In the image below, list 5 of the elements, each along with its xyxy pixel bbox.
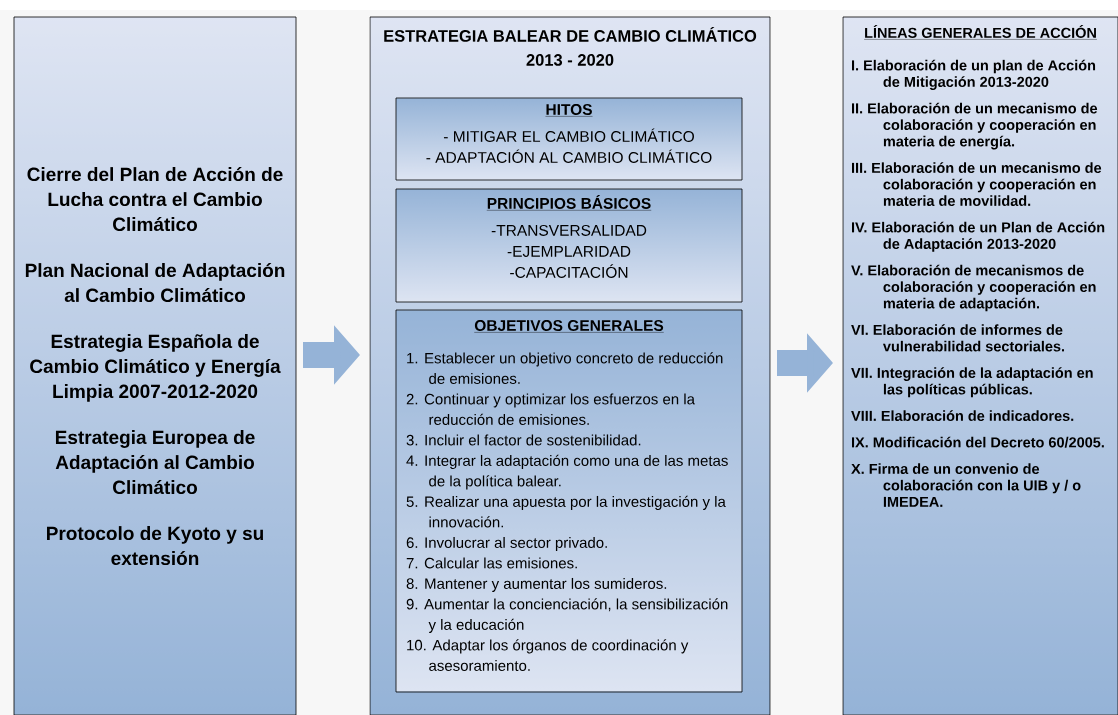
reference-panel: Cierre del Plan de Acción de Lucha contra el Cambio Climático Plan Nacional de Adaptación al Cambio Climático Estrategia Española de Cambio Climático y Energía Limpia 2007-2012-2020 Estrategia Europea de Adaptación al Cambio Climático Protocolo de Kyoto y su extensión	[13, 16, 297, 715]
section-box: PRINCIPIOS BÁSICOS -TRANSVERSALIDAD -EJEMPLARIDAD -CAPACITACIÓN	[395, 188, 743, 303]
section-box: OBJETIVOS GENERALES 1. Establecer un objetivo concreto de reducción de emisiones. 2. Continuar y optimizar los esfuerzos en la reducción de emisiones. 3. Incluir el factor de sostenibilidad. 4. Integrar la adaptación como una de las metas de la política balear. 5. Realizar una apuesta por la investigación y la innovación. 6. Involucrar al sector privado. 7. Calcular las emisiones. 8. Mantener y aumentar los sumideros. 9. Aumentar la concienciación, la sensibilización y la educación 10. Adaptar los órganos de coordinación y asesoramiento.	[395, 309, 743, 693]
section-box: HITOS - MITIGAR EL CAMBIO CLIMÁTICO - ADAPTACIÓN AL CAMBIO CLIMÁTICO	[395, 97, 743, 181]
action-list-panel: LÍNEAS GENERALES DE ACCIÓN I. Elaboración de un plan de Acción de Mitigación 2013-2020 II. Elaboración de un mecanismo de colaboración y cooperación en materia de energía. III. Elaboración de un mecanismo de colaboración y cooperación en materia de movilidad. IV. Elaboración de un Plan de Acción de Adaptación 2013-2020 V. Elaboración de mecanismos de colaboración y cooperación en materia de adaptación. VI. Elaboración de informes de vulnerabilidad sectoriales. VII. Integración de la adaptación en las políticas públicas. VIII. Elaboración de indicadores. IX. Modificación del Decreto 60/2005. X. Firma de un convenio de colaboración con la UIB y / o IMEDEA.	[842, 16, 1118, 715]
